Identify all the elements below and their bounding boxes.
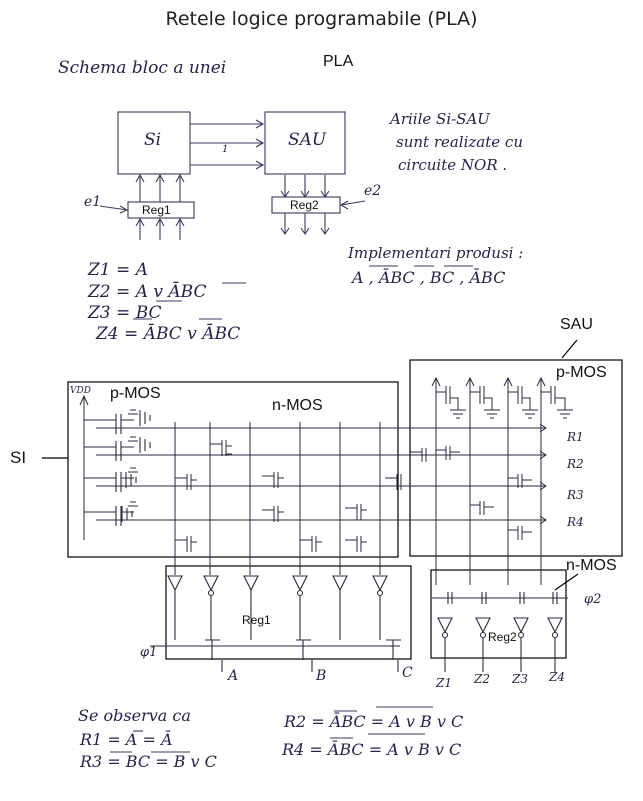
note-line-1: Ariile Si-SAU [390, 110, 490, 128]
reg2-box [430, 569, 567, 659]
label-nmos-top: n-MOS [272, 397, 323, 414]
heading-pla: PLA [323, 53, 354, 70]
block-sau-label: SAU [288, 130, 327, 150]
phi2-label: φ2 [584, 592, 602, 607]
bottom-right-eq-1: R2 = ĀBC = A v B v C [284, 712, 464, 731]
equation-z3: Z3 = BC [88, 303, 162, 323]
reg1-box [165, 565, 412, 660]
vdd-label: VDD [70, 386, 91, 396]
equation-z2-rhs: A v ĀBC [135, 282, 207, 302]
bottom-right-eq-2: R4 = ĀBC = A v B v C [282, 740, 462, 759]
reg1-sketch-label: Reg1 [142, 203, 171, 217]
nmos-right-array [410, 446, 532, 540]
output-label-z4: Z4 [549, 670, 565, 684]
row-label-r1: R1 [567, 430, 584, 444]
equation-z2-lhs: Z2 = [88, 282, 131, 302]
label-sau: SAU [560, 316, 593, 333]
equation-z1-rhs: A [135, 260, 148, 280]
label-si: SI [10, 448, 27, 467]
phi1-label: φ1 [140, 645, 158, 660]
pmos-right-array [436, 386, 573, 419]
row-label-r4: R4 [567, 515, 584, 529]
bottom-left-eq-1: R1 = A = Ā [80, 730, 173, 749]
label-pmos-right: p-MOS [556, 364, 607, 381]
output-label-z3: Z3 [512, 672, 528, 686]
e2-label: e2 [364, 183, 382, 199]
label-reg2: Reg2 [488, 630, 517, 644]
page-title: Retele logice programabile (PLA) [165, 8, 478, 30]
bottom-left-eq-2: R3 = BC = B v C [80, 752, 217, 771]
equation-z3-rhs: BC [135, 303, 162, 323]
input-label-b: B [316, 668, 327, 684]
row-label-r3: R3 [567, 488, 584, 502]
e1-label: e1 [84, 194, 102, 210]
equation-z3-lhs: Z3 = [88, 303, 131, 323]
output-label-z2: Z2 [474, 672, 490, 686]
row-label-r2: R2 [567, 457, 584, 471]
equation-z4-lhs: Z4 = [96, 324, 139, 344]
label-pmos-left: p-MOS [110, 385, 161, 402]
nmos-left-array [175, 440, 402, 552]
reg1-buffers [150, 575, 401, 672]
pmos-loads-left [84, 409, 151, 526]
label-reg1: Reg1 [242, 613, 271, 627]
sau-block [264, 111, 346, 175]
reg2-buffers [432, 592, 568, 672]
input-label-c: C [402, 665, 413, 681]
heading-note: Schema bloc a unei [58, 58, 227, 78]
note-line-3: circuite NOR . [398, 156, 508, 174]
note-line-2: sunt realizate cu [396, 133, 523, 151]
equation-z4-rhs: ĀBC v ĀBC [143, 324, 241, 344]
sau-array-box [409, 359, 623, 557]
equation-z4: Z4 = ĀBC v ĀBC [96, 324, 240, 344]
reg2-sketch-label: Reg2 [290, 198, 319, 212]
equation-z2: Z2 = A v ĀBC [88, 282, 206, 302]
products-list: A , ĀBC , BC , ĀBC [352, 268, 506, 287]
output-label-z1: Z1 [436, 676, 452, 690]
bottom-note: Se observa ca [78, 706, 191, 725]
block-si-label: Si [144, 130, 162, 150]
input-label-a: A [228, 668, 239, 684]
equation-z1: Z1 = A [88, 260, 148, 280]
si-array-box [67, 381, 399, 558]
equation-z1-lhs: Z1 = [88, 260, 131, 280]
block-one-label: 1 [222, 144, 229, 155]
label-nmos-bottom: n-MOS [566, 557, 617, 574]
products-title: Implementari produsi : [348, 244, 524, 262]
